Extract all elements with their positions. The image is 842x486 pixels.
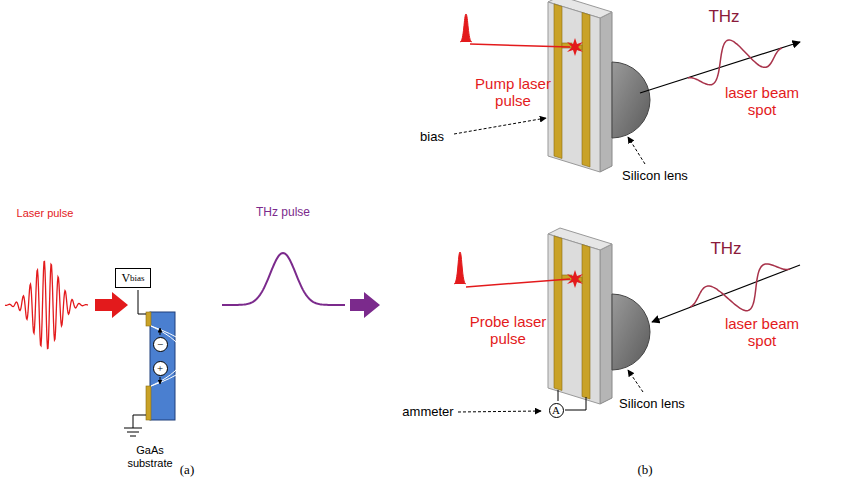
node-text: bias <box>130 274 145 283</box>
ammeter-symbol: A <box>549 403 564 418</box>
label: Pump laser pulse <box>467 75 559 110</box>
label: Silicon lens <box>622 169 688 184</box>
label: (b) <box>637 463 652 478</box>
label: laser beam spot <box>719 84 805 119</box>
label: laser beam spot <box>719 315 805 350</box>
label: ammeter <box>402 405 453 420</box>
label: THz pulse <box>256 206 310 220</box>
node-text: − <box>157 339 163 350</box>
label: bias <box>420 130 444 145</box>
node-text: V <box>121 272 130 284</box>
node-text: A <box>552 405 560 416</box>
electron-charge: − <box>153 337 168 352</box>
label: THz <box>708 7 739 27</box>
label: (a) <box>180 463 194 478</box>
voltage-source-box: Vbias <box>115 268 150 288</box>
hole-charge: + <box>153 361 168 376</box>
label: THz <box>710 239 741 259</box>
label: Silicon lens <box>619 397 685 412</box>
label: Probe laser pulse <box>460 313 556 348</box>
node-text: + <box>157 363 163 374</box>
label: Laser pulse <box>17 207 74 220</box>
label: GaAs substrate <box>119 444 181 469</box>
